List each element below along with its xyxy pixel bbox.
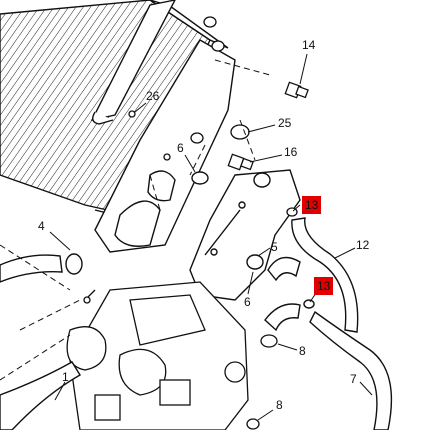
hose-12	[291, 217, 359, 333]
sensor-14	[284, 81, 309, 99]
callout-4: 4	[38, 219, 45, 233]
callout-7: 7	[350, 372, 357, 386]
callout-26: 26	[146, 89, 160, 103]
radiator-bracket	[90, 0, 176, 125]
hose-1	[0, 361, 81, 430]
coolant-outlet-housing	[189, 169, 301, 301]
callout-1: 1	[62, 370, 69, 384]
callout-16: 16	[284, 145, 298, 159]
callout-14: 14	[302, 38, 316, 52]
grommets	[128, 16, 250, 161]
callout-13-lower: 13	[314, 277, 334, 295]
callout-25: 25	[278, 116, 292, 130]
callout-6-lower: 6	[244, 295, 251, 309]
callout-5: 5	[271, 240, 278, 254]
leader-lines	[0, 59, 271, 381]
hose-7	[264, 299, 393, 430]
callout-8-upper: 8	[299, 344, 306, 358]
engine-assembly	[66, 281, 249, 430]
hose-4	[0, 253, 83, 283]
callout-12: 12	[356, 238, 370, 252]
callout-6-upper: 6	[177, 141, 184, 155]
callout-13-upper: 13	[302, 196, 322, 214]
callout-leaders	[49, 53, 373, 421]
callout-8-lower: 8	[276, 398, 283, 412]
radiator-side-tank	[94, 39, 236, 253]
hose-5	[267, 256, 301, 282]
sensor-16	[227, 153, 254, 171]
